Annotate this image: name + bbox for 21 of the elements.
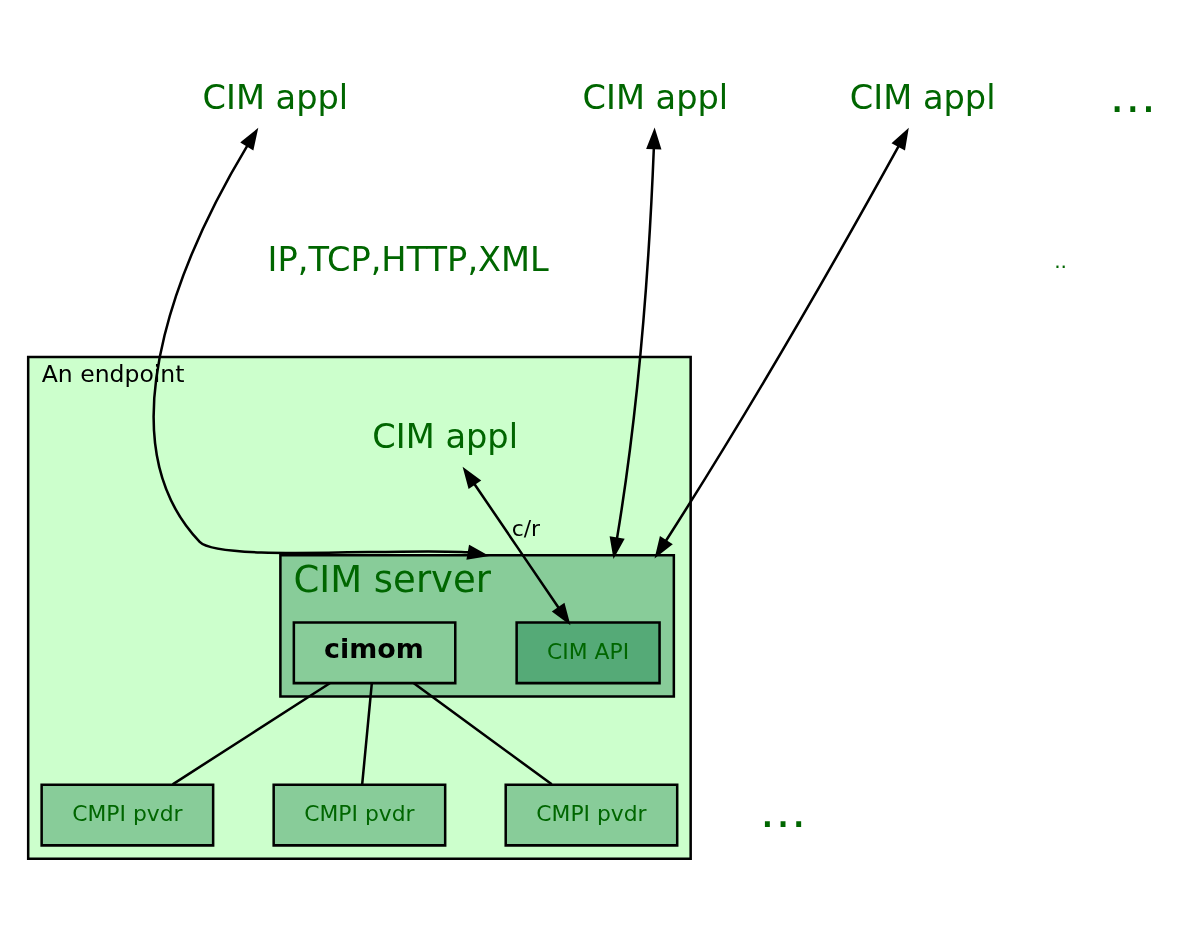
node-text: CIM appl: [202, 77, 349, 117]
connector: [413, 681, 553, 785]
node-box: CMPI pvdr: [504, 783, 679, 847]
edge-label: c/r: [511, 515, 541, 541]
node-box: CIM API: [515, 620, 661, 684]
node-text: CIM appl: [849, 77, 996, 117]
label: …: [759, 782, 807, 838]
node-box: CMPI pvdr: [272, 783, 447, 847]
node-text: CIM appl: [372, 416, 519, 456]
arrow: [152, 127, 490, 560]
node-text: CIM appl: [582, 77, 729, 117]
arrow: [609, 126, 662, 559]
arrow: [462, 466, 571, 625]
label: IP,TCP,HTTP,XML: [267, 239, 549, 279]
connector: [360, 683, 374, 785]
arrow: [654, 127, 909, 559]
node-box: CMPI pvdr: [40, 783, 215, 847]
connector: [171, 681, 331, 785]
label: ..: [1054, 248, 1067, 273]
node-box: cimom: [292, 620, 457, 684]
label: …: [1109, 67, 1157, 123]
